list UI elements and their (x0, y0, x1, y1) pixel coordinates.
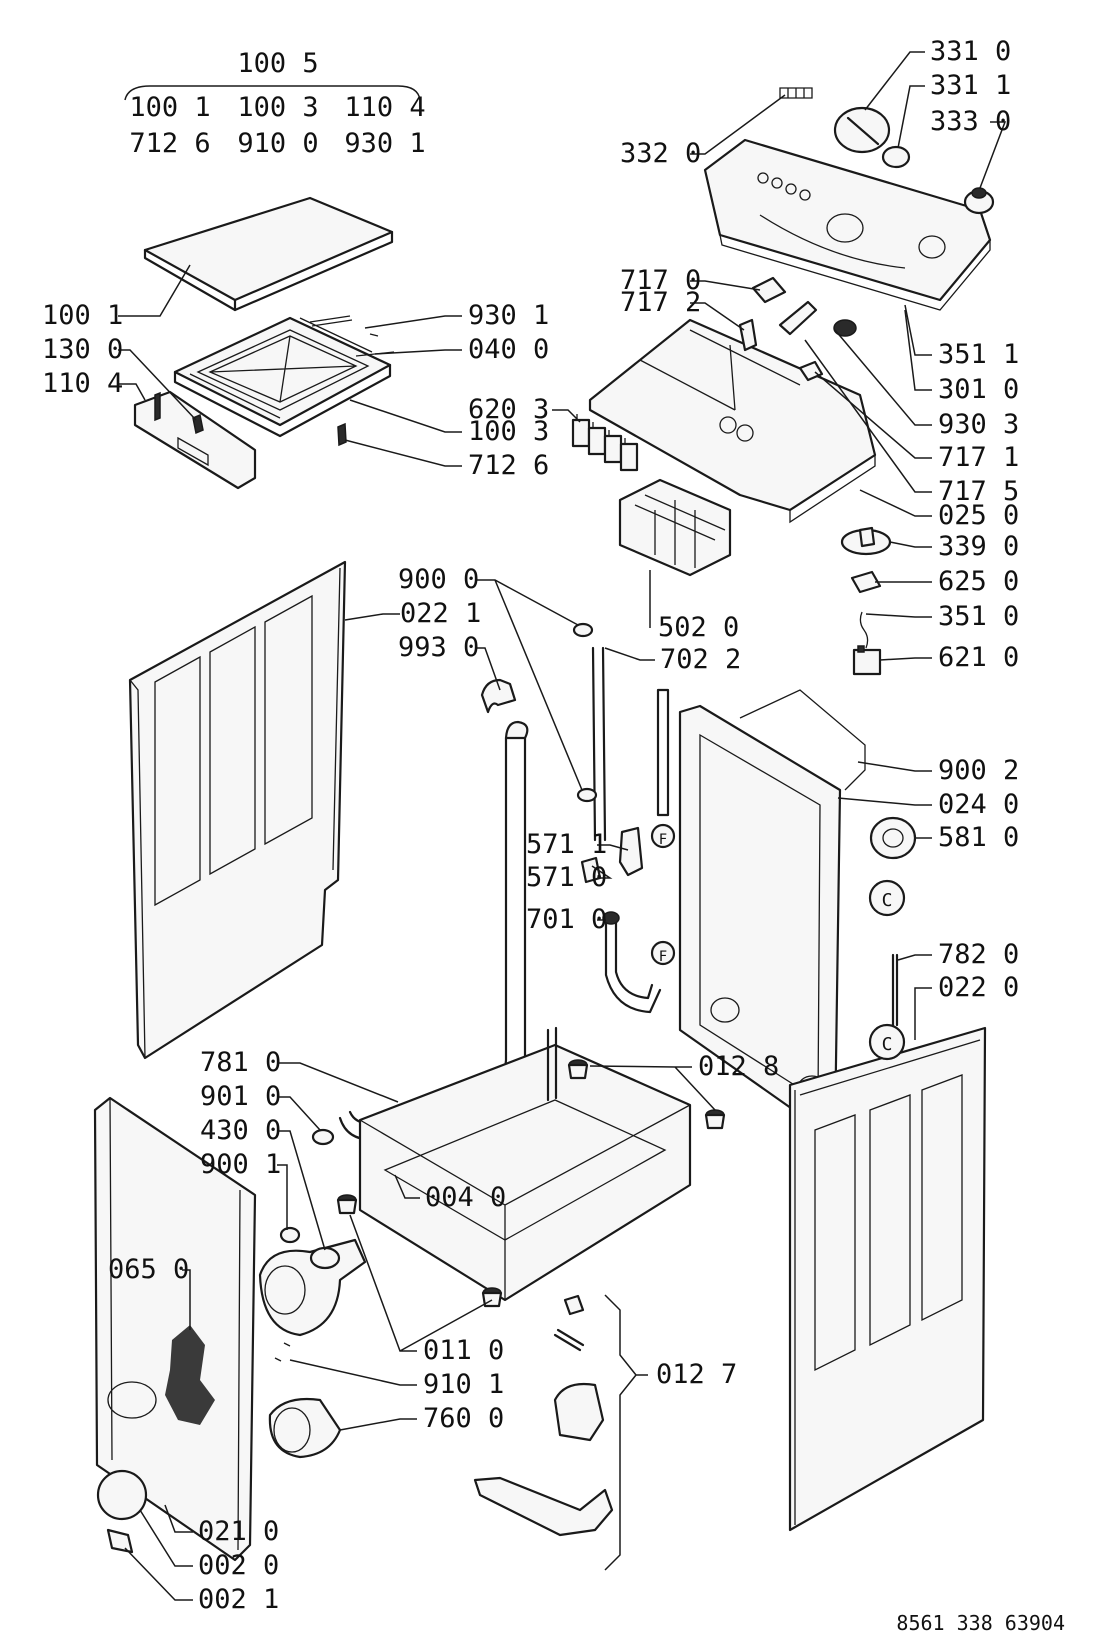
pump-part (258, 1128, 367, 1459)
callout-100-1: 100 1 (42, 300, 123, 331)
callout-004-0: 004 0 (425, 1182, 506, 1213)
callout-621-0: 621 0 (938, 642, 1019, 673)
callout-351-0: 351 0 (938, 601, 1019, 632)
callout-332-0: 332 0 (620, 138, 701, 169)
knobs-part (779, 87, 995, 215)
connector-c-upper-label: C (882, 890, 893, 911)
callout-571-0: 571 0 (526, 862, 607, 893)
callout-002-1: 002 1 (198, 1584, 279, 1615)
callout-993-0: 993 0 (398, 632, 479, 663)
base-frame-part (358, 1026, 692, 1302)
connector-c-upper (868, 879, 906, 917)
callout-782-0: 782 0 (938, 939, 1019, 970)
callout-701-0: 701 0 (526, 904, 607, 935)
valves-part (571, 414, 639, 472)
kit-item-1: 100 1 (129, 92, 210, 123)
connector-f-upper-label: F (659, 832, 667, 848)
callout-021-0: 021 0 (198, 1516, 279, 1547)
callout-900-1: 900 1 (200, 1149, 281, 1180)
kit-item-5: 910 0 (237, 128, 318, 159)
callout-760-0: 760 0 (423, 1403, 504, 1434)
callout-502-0: 502 0 (658, 612, 739, 643)
pressure-switch-part (580, 826, 644, 884)
motor-part (869, 816, 917, 1027)
leader-lines (118, 51, 1007, 1601)
callout-781-0: 781 0 (200, 1047, 281, 1078)
small-clips-part (192, 315, 395, 447)
callout-012-8: 012 8 (698, 1051, 779, 1082)
callout-910-1: 910 1 (423, 1369, 504, 1400)
callout-717-0: 717 0 (620, 265, 701, 296)
door-lock-kit-part (473, 1294, 614, 1537)
callout-110-4: 110 4 (42, 368, 123, 399)
control-panel-part (703, 138, 992, 311)
kit-item-4: 712 6 (129, 128, 210, 159)
callout-930-1: 930 1 (468, 300, 549, 331)
callout-024-0: 024 0 (938, 789, 1019, 820)
electronic-module-part (618, 478, 732, 577)
callout-717-2: 717 2 (620, 287, 701, 318)
callout-900-0: 900 0 (398, 564, 479, 595)
kit-brace (124, 85, 421, 101)
kit-header: 100 5 100 1 100 3 110 4 712 6 910 0 930 … (124, 48, 426, 159)
connector-c-lower (868, 1023, 906, 1061)
front-strip-part (133, 390, 257, 490)
callout-900-2: 900 2 (938, 755, 1019, 786)
kit-item-6: 930 1 (344, 128, 425, 159)
callout-717-5: 717 5 (938, 476, 1019, 507)
callout-625-0: 625 0 (938, 566, 1019, 597)
callout-022-0: 022 0 (938, 972, 1019, 1003)
hoses-part (338, 622, 670, 1141)
connector-f-lower (650, 940, 676, 966)
callout-430-0: 430 0 (200, 1115, 281, 1146)
front-panel-part (93, 1096, 257, 1562)
callout-025-0: 025 0 (938, 500, 1019, 531)
callout-301-0: 301 0 (938, 374, 1019, 405)
connector-c-lower-label: C (882, 1034, 893, 1055)
callout-351-1: 351 1 (938, 339, 1019, 370)
right-side-panel-part (788, 1026, 987, 1532)
callout-930-3: 930 3 (938, 409, 1019, 440)
callout-702-2: 702 2 (660, 644, 741, 675)
top-frame-part (173, 316, 392, 438)
lid-part (143, 196, 394, 312)
right-small-parts (840, 526, 892, 676)
callout-002-0: 002 0 (198, 1550, 279, 1581)
callout-011-0: 011 0 (423, 1335, 504, 1366)
connector-markers: F F C C (650, 823, 906, 1061)
callout-100-3: 100 3 (468, 416, 549, 447)
callout-712-6: 712 6 (468, 450, 549, 481)
callout-065-0: 065 0 (108, 1254, 189, 1285)
callout-331-1: 331 1 (930, 70, 1011, 101)
callout-620-3: 620 3 (468, 394, 549, 425)
callout-901-0: 901 0 (200, 1081, 281, 1112)
callout-040-0: 040 0 (468, 334, 549, 365)
connector-f-upper (650, 823, 676, 849)
callout-333-0: 333 0 (930, 106, 1011, 137)
callout-labels: 331 0 331 1 333 0 332 0 717 0 717 2 100 … (42, 36, 1019, 1615)
connector-f-lower-label: F (659, 949, 667, 965)
dispenser-small-parts (738, 276, 857, 382)
kit-item-2: 100 3 (237, 92, 318, 123)
kit-title: 100 5 (237, 48, 318, 79)
callout-581-0: 581 0 (938, 822, 1019, 853)
kit-item-3: 110 4 (344, 92, 425, 123)
dispenser-housing-part (588, 318, 877, 524)
left-side-panel-part (128, 560, 347, 1060)
callout-571-1: 571 1 (526, 829, 607, 860)
drawing-number: 8561 338 63904 (896, 1611, 1065, 1635)
callout-012-7: 012 7 (656, 1359, 737, 1390)
callout-130-0: 130 0 (42, 334, 123, 365)
callout-339-0: 339 0 (938, 531, 1019, 562)
callout-022-1: 022 1 (400, 598, 481, 629)
callout-717-1: 717 1 (938, 442, 1019, 473)
callout-331-0: 331 0 (930, 36, 1011, 67)
